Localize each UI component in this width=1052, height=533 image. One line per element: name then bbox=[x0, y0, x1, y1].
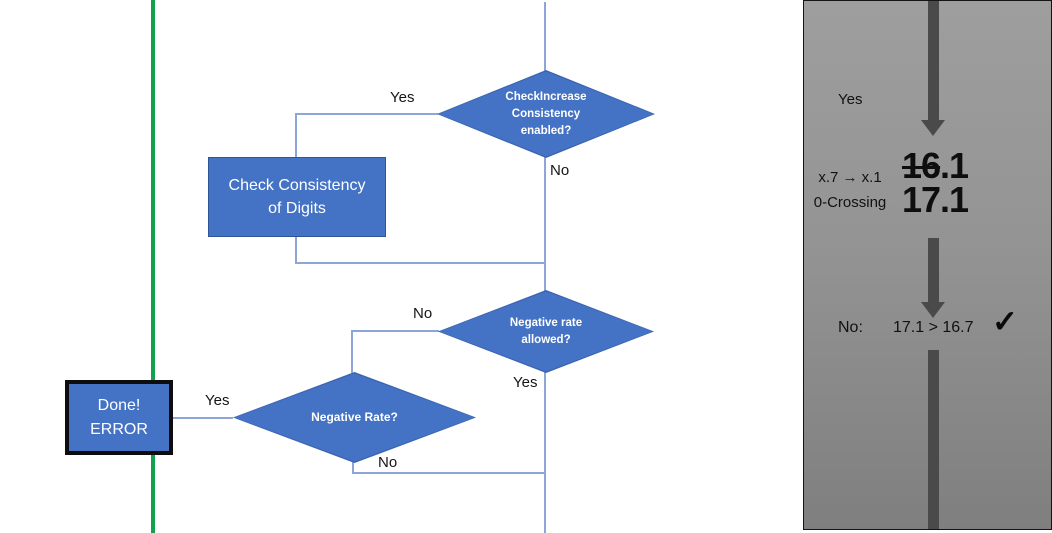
branch-label-yes-top: Yes bbox=[390, 89, 415, 106]
center-flow-line bbox=[544, 2, 546, 533]
decision-negative-rate-fill: Negative Rate? bbox=[234, 373, 475, 462]
branch-label-no-mid: No bbox=[413, 305, 433, 322]
decision-check-increase-consistency: CheckIncrease Consistency enabled? bbox=[437, 70, 655, 158]
decision-negative-rate-allowed-fill: Negative rate allowed? bbox=[439, 291, 653, 372]
rate-value-old-struck: 16 bbox=[902, 145, 941, 186]
decision-negative-rate-allowed: Negative rate allowed? bbox=[438, 290, 654, 373]
checkmark-icon: ✓ bbox=[992, 304, 1018, 339]
decision-check-increase-label: CheckIncrease Consistency enabled? bbox=[505, 90, 587, 137]
decision-negative-rate-allowed-label: Negative rate allowed? bbox=[509, 316, 583, 346]
terminator-done-error: Done! ERROR bbox=[65, 380, 173, 455]
explanation-panel: Yes x.7 → x.1 0-Crossing 16.1 17.1 No: 1… bbox=[803, 0, 1052, 530]
connector-process-return bbox=[295, 262, 546, 264]
down-arrow-3-shaft bbox=[928, 350, 939, 529]
connector-yes-done bbox=[173, 417, 233, 419]
connector-into-process bbox=[295, 113, 297, 158]
down-arrow-1-icon bbox=[921, 120, 945, 136]
connector-yes-top bbox=[296, 113, 438, 115]
zero-crossing-note-line2: 0-Crossing bbox=[813, 194, 887, 211]
connector-out-of-process bbox=[295, 235, 297, 264]
decision-negative-rate: Negative Rate? bbox=[233, 372, 476, 463]
comparison-no-prefix: No: bbox=[838, 319, 863, 336]
branch-label-no-bottom: No bbox=[378, 454, 398, 471]
down-arrow-2-shaft bbox=[928, 238, 939, 302]
down-arrow-2-icon bbox=[921, 302, 945, 318]
green-guide-line bbox=[151, 0, 155, 533]
connector-no-bottom-h bbox=[352, 472, 546, 474]
decision-negative-rate-label: Negative Rate? bbox=[311, 410, 398, 424]
branch-label-yes-done: Yes bbox=[205, 392, 230, 409]
branch-label-yes-mid: Yes bbox=[513, 374, 538, 391]
down-arrow-1-shaft bbox=[928, 1, 939, 120]
done-label-line2: ERROR bbox=[90, 420, 148, 438]
connector-into-negative-rate bbox=[351, 330, 353, 373]
branch-label-no-top: No bbox=[550, 162, 570, 179]
zero-crossing-note: x.7 → x.1 0-Crossing bbox=[804, 165, 896, 215]
done-label-line1: Done! bbox=[97, 396, 141, 414]
rate-value-old-suffix: .1 bbox=[940, 145, 969, 186]
rate-values: 16.1 17.1 bbox=[902, 148, 969, 220]
zero-crossing-note-line1: x.7 → x.1 bbox=[818, 169, 882, 186]
connector-no-mid bbox=[352, 330, 439, 332]
process-check-consistency: Check Consistency of Digits bbox=[208, 157, 386, 237]
comparison-expression: 17.1 > 16.7 bbox=[893, 319, 974, 336]
process-check-consistency-label: Check Consistency of Digits bbox=[228, 177, 366, 217]
rate-value-old: 16.1 bbox=[902, 148, 969, 184]
decision-check-increase-fill: CheckIncrease Consistency enabled? bbox=[438, 71, 654, 157]
connector-no-bottom-v bbox=[352, 462, 354, 474]
rate-value-new: 17.1 bbox=[902, 179, 969, 220]
panel-label-yes: Yes bbox=[838, 91, 863, 108]
